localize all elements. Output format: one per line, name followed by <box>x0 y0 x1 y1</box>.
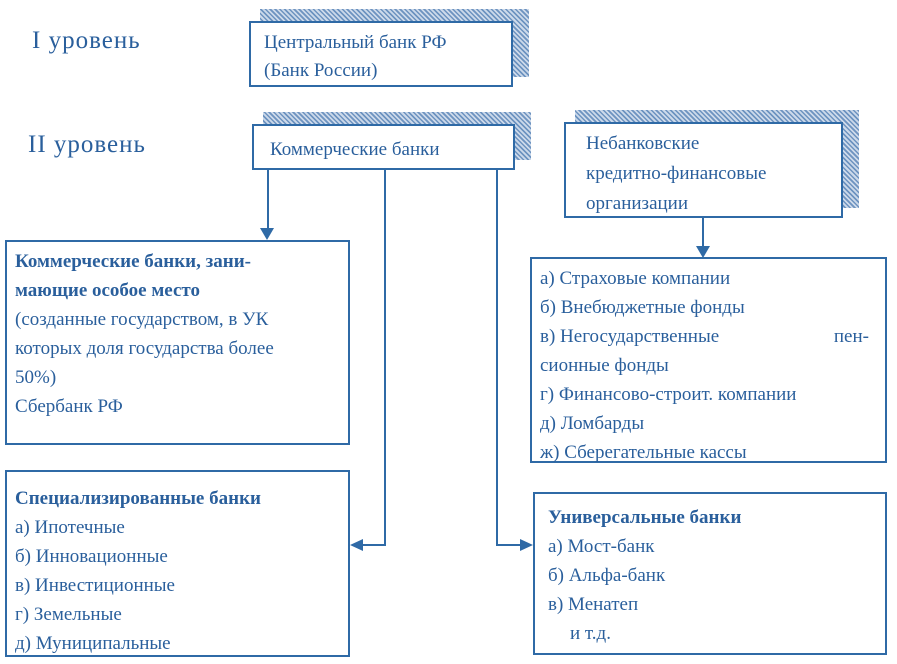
universal-bank-most: а) Мост-банк <box>548 536 655 557</box>
central-bank-box: Центральный банк РФ (Банк России) <box>249 9 529 87</box>
left-arrowhead-specialized <box>350 539 363 551</box>
universal-bank-alfa: б) Альфа-банк <box>548 565 666 586</box>
special-commercial-body-line-1: (созданные государством, в УК <box>15 309 269 330</box>
nonbank-orgs-line-2: кредитно-финансовые <box>586 163 767 184</box>
nonbank-orgs-box: Небанковские кредитно-финансовые организ… <box>564 110 859 218</box>
special-commercial-banks-box: Коммерческие банки, зани- мающие особое … <box>5 240 350 445</box>
connector-commercial-to-specialized <box>384 170 386 546</box>
connector-elbow-universal <box>497 544 520 546</box>
commercial-banks-label: Коммерческие банки <box>270 139 440 160</box>
specialized-bank-mortgage: а) Ипотечные <box>15 517 125 538</box>
specialized-bank-investment: в) Инвестиционные <box>15 575 175 596</box>
right-arrowhead-universal <box>520 539 533 551</box>
nonbank-type-pension-left: в) Негосударственные <box>540 326 720 347</box>
commercial-banks-box: Коммерческие банки <box>252 112 531 170</box>
specialized-banks-title: Специализированные банки <box>15 488 261 509</box>
central-bank-line-1: Центральный банк РФ <box>264 32 447 53</box>
nonbank-type-pension-line-2: сионные фонды <box>540 355 669 376</box>
connector-commercial-to-universal <box>496 170 498 546</box>
universal-banks-box: Универсальные банки а) Мост-банк б) Альф… <box>533 492 887 655</box>
nonbank-types-box: а) Страховые компании б) Внебюджетные фо… <box>530 257 887 463</box>
connector-nonbank-to-types <box>702 218 704 248</box>
central-bank-box-body: Центральный банк РФ (Банк России) <box>249 21 513 87</box>
specialized-bank-innovation: б) Инновационные <box>15 546 168 567</box>
nonbank-type-pension-right: пен- <box>833 326 869 347</box>
level-2-label: II уровень <box>28 131 146 158</box>
connector-elbow-specialized <box>363 544 386 546</box>
nonbank-orgs-box-body: Небанковские кредитно-финансовые организ… <box>564 122 843 218</box>
special-commercial-body-line-2: которых доля государства более <box>15 338 274 359</box>
nonbank-type-savings-offices: ж) Сберегательные кассы <box>540 442 747 463</box>
nonbank-type-offbudget-funds: б) Внебюджетные фонды <box>540 297 745 318</box>
special-commercial-body-line-3: 50%) <box>15 367 57 388</box>
nonbank-orgs-line-1: Небанковские <box>586 133 700 154</box>
down-arrowhead-special-commercial <box>260 228 274 240</box>
specialized-banks-box: Специализированные банки а) Ипотечные б)… <box>5 470 350 657</box>
specialized-bank-municipal: д) Муниципальные <box>15 633 171 654</box>
down-arrowhead-nonbank-types <box>696 246 710 258</box>
special-commercial-title-line-1: Коммерческие банки, зани- <box>15 251 251 272</box>
nonbank-type-pension-line-1: в) Негосударственные пен- <box>540 322 875 351</box>
level-1-label: I уровень <box>32 27 141 54</box>
central-bank-line-2: (Банк России) <box>264 60 378 81</box>
nonbank-orgs-line-3: организации <box>586 193 689 214</box>
universal-banks-title: Универсальные банки <box>548 507 742 528</box>
special-commercial-title-line-2: мающие особое место <box>15 280 200 301</box>
universal-bank-menatep: в) Менатеп <box>548 594 639 615</box>
nonbank-type-insurance: а) Страховые компании <box>540 268 731 289</box>
commercial-banks-box-body: Коммерческие банки <box>252 124 515 170</box>
nonbank-type-pawnshops: д) Ломбарды <box>540 413 645 434</box>
specialized-bank-land: г) Земельные <box>15 604 122 625</box>
connector-commercial-to-special <box>267 170 269 230</box>
nonbank-type-financial-construction: г) Финансово-строит. компании <box>540 384 797 405</box>
special-commercial-body-line-4: Сбербанк РФ <box>15 396 123 417</box>
universal-banks-etc: и т.д. <box>570 623 611 644</box>
